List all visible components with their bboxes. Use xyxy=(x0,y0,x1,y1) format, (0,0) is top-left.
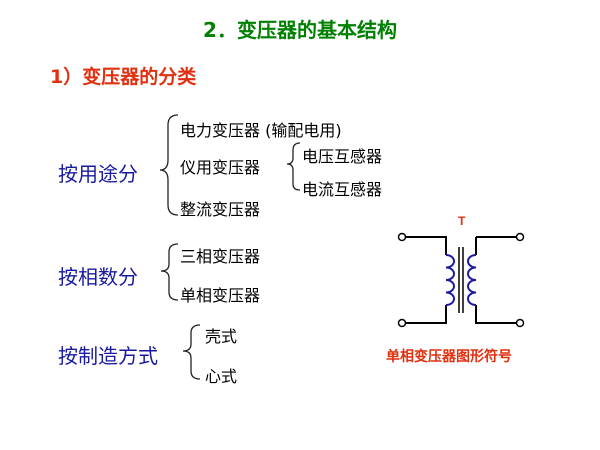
secondary-winding-wire xyxy=(475,236,516,324)
item-current-transformer: 电流互感器 xyxy=(302,180,383,199)
brace-instrument xyxy=(286,142,301,191)
terminal-top-left xyxy=(397,232,407,242)
section-subtitle: 1）变压器的分类 xyxy=(50,66,197,88)
category-by-construction: 按制造方式 xyxy=(58,344,158,368)
item-instrument-transformer: 仪用变压器 xyxy=(180,158,261,177)
item-rectifier-transformer: 整流变压器 xyxy=(180,200,261,219)
brace-construction xyxy=(182,324,201,380)
page-title: 2．变压器的基本结构 xyxy=(203,18,397,42)
item-shell-type: 壳式 xyxy=(205,327,238,346)
primary-winding-wire xyxy=(406,236,447,324)
item-voltage-transformer: 电压互感器 xyxy=(302,147,383,166)
terminal-top-right xyxy=(515,232,525,242)
category-by-usage: 按用途分 xyxy=(58,162,138,186)
item-power-transformer: 电力变压器 (输配电用) xyxy=(180,121,342,140)
symbol-caption: 单相变压器图形符号 xyxy=(386,349,512,365)
category-by-phases: 按相数分 xyxy=(58,265,138,289)
transformer-label: T xyxy=(458,214,466,228)
item-single-phase: 单相变压器 xyxy=(180,286,261,305)
brace-phases xyxy=(160,243,179,301)
item-core-type: 心式 xyxy=(205,367,238,386)
primary-coil xyxy=(445,254,455,306)
secondary-coil xyxy=(467,254,477,306)
terminal-bottom-left xyxy=(397,318,407,328)
item-three-phase: 三相变压器 xyxy=(180,247,261,266)
transformer-symbol: T xyxy=(397,214,525,328)
brace-usage xyxy=(159,114,179,216)
terminal-bottom-right xyxy=(515,318,525,328)
